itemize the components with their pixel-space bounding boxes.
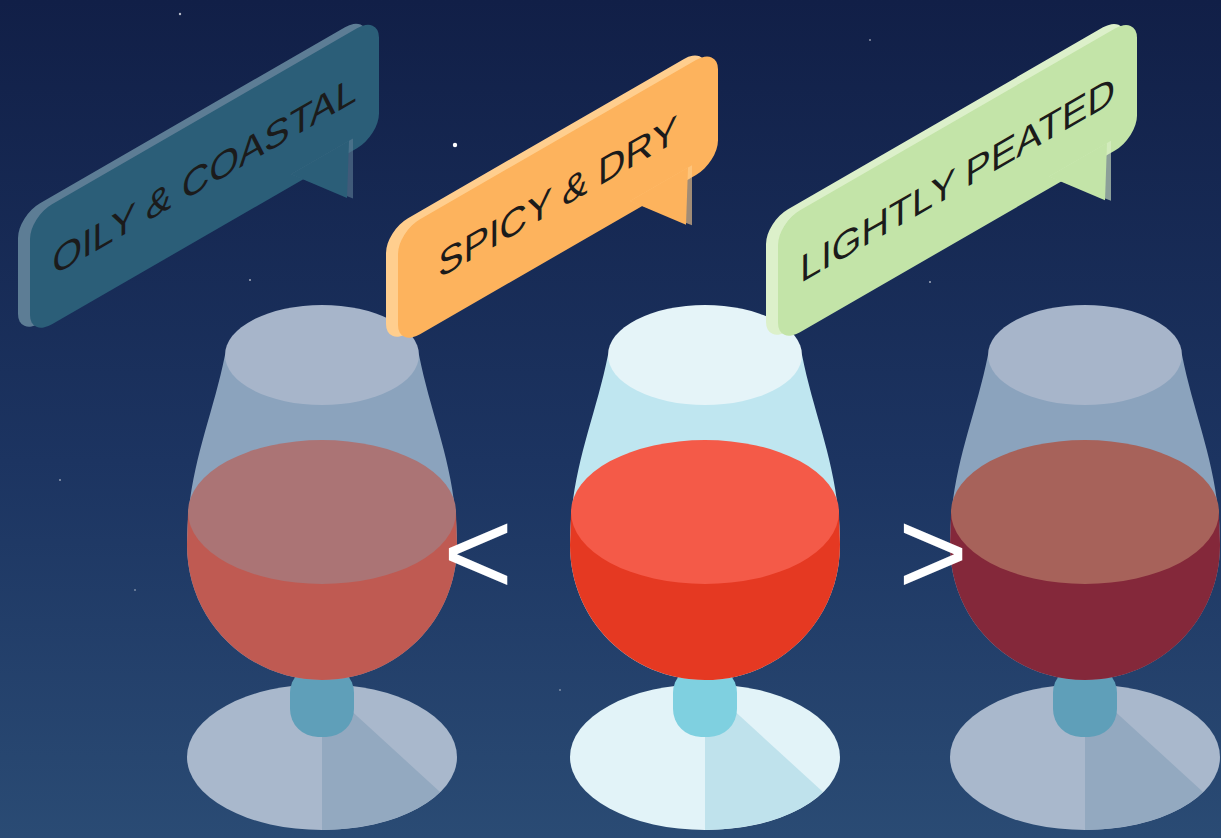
bubble-tail	[630, 161, 700, 267]
comparison-symbol: <	[443, 492, 513, 612]
speech-bubble: OILY & COASTAL	[30, 16, 379, 337]
glass-3	[950, 305, 1220, 830]
speech-bubble: SPICY & DRY	[398, 47, 718, 347]
glass-1	[187, 305, 457, 830]
glass-2	[570, 305, 840, 830]
bubble-tail	[291, 134, 361, 240]
bubble-tail	[1049, 136, 1119, 242]
speech-bubble: LIGHTLY PEATED	[778, 16, 1137, 345]
comparison-symbol: >	[898, 492, 968, 612]
